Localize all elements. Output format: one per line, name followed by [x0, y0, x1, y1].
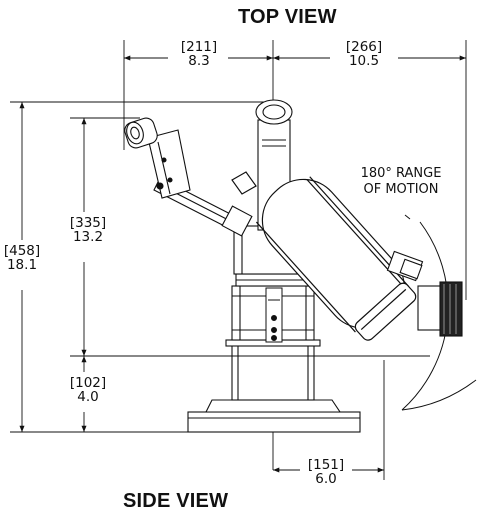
dim-top-right-in: 10.5 [348, 53, 380, 69]
dim-bottom-offset: [151] 6.0 [300, 458, 352, 486]
dim-top-right-mm: [266] [345, 39, 383, 55]
dim-bottom-offset-mm: [151] [307, 457, 345, 473]
dim-overall-height-in: 18.1 [6, 257, 38, 273]
dim-overall-height-mm: [458] [3, 243, 41, 259]
base-pedestal [187, 225, 361, 433]
nozzle-tip [386, 250, 463, 337]
dim-pivot-height-mm: [335] [69, 215, 107, 231]
dim-base-height-in: 4.0 [77, 389, 99, 405]
dim-top-left: [211] 8.3 [172, 40, 226, 68]
dim-overall-height: [458] 18.1 [0, 244, 44, 272]
dim-pivot-height: [335] 13.2 [62, 216, 114, 244]
handle-arm [124, 117, 253, 237]
range-note-line1: 180° RANGE [360, 166, 442, 181]
range-of-motion-note: 180° RANGE OF MOTION [346, 166, 456, 198]
dim-base-height: [102] 4.0 [62, 376, 114, 404]
dim-top-right: [266] 10.5 [334, 40, 394, 68]
dim-base-height-mm: [102] [69, 375, 107, 391]
range-note-line2: OF MOTION [363, 182, 439, 197]
dim-bottom-offset-in: 6.0 [315, 471, 337, 487]
side-view-title: SIDE VIEW [123, 490, 229, 512]
nozzle-barrel [231, 171, 417, 341]
dim-pivot-height-in: 13.2 [72, 229, 104, 245]
dim-top-left-in: 8.3 [188, 53, 210, 69]
top-view-title: TOP VIEW [238, 6, 337, 28]
column-detail [265, 287, 283, 343]
dim-top-left-mm: [211] [180, 39, 218, 55]
